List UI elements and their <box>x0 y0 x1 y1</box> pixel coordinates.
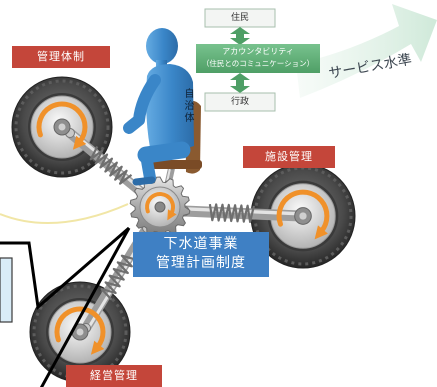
tire-tread <box>253 166 353 266</box>
wheel-hub-cap <box>58 123 66 131</box>
gear-hub <box>154 201 166 213</box>
rotation-arrow-icon <box>36 101 88 150</box>
coil-spring <box>100 254 137 301</box>
figure-head <box>146 28 178 64</box>
management-plan-system-box: 下水道事業 管理計画制度 <box>133 232 269 277</box>
double-arrow-upper <box>230 27 250 45</box>
center-gear <box>129 176 191 238</box>
figure-shin <box>140 149 156 184</box>
municipality-label: 自治体 <box>182 88 193 124</box>
wheel-hub-cap <box>299 212 307 220</box>
wheel-facility-management-rotation <box>276 189 330 240</box>
service-level-arrow <box>296 4 437 98</box>
accountability-box <box>196 44 320 73</box>
administration-label: 行政 <box>230 97 249 107</box>
gear-rotation-arrow-icon <box>145 192 177 221</box>
coil-spring <box>208 203 255 223</box>
figure-arm <box>123 74 161 134</box>
figure-thigh <box>137 141 191 164</box>
plan-box-line-2: 管理計画制度 <box>156 255 246 271</box>
callout-line-upper <box>0 226 130 310</box>
municipality-figure <box>123 28 194 186</box>
double-arrow-lower <box>230 73 250 93</box>
figure-neck <box>156 60 167 69</box>
wheel-hub-cap <box>76 328 84 336</box>
figure-foot <box>132 176 156 186</box>
residents-label: 住民 <box>230 13 249 23</box>
accountability-diagram <box>196 8 320 112</box>
callout <box>0 226 131 387</box>
wheel-rotation-arrows <box>36 101 330 355</box>
callout-box <box>0 257 13 323</box>
chair-seat <box>148 160 202 169</box>
coil-spring <box>89 146 133 185</box>
administration-box <box>204 92 276 112</box>
accountability-title: アカウンタビリティ <box>222 47 294 56</box>
decorative-swoosh <box>0 203 129 224</box>
callout-line-lower <box>39 227 131 387</box>
plan-box-line-1: 下水道事業 <box>163 236 239 252</box>
management-system-label: 管理体制 <box>12 46 110 68</box>
wheel-management-system-rotation <box>36 101 88 150</box>
tire-tread <box>14 79 110 175</box>
business-management-label: 経営管理 <box>66 365 162 387</box>
rotation-arrow-icon <box>276 189 330 240</box>
facility-management-label: 施設管理 <box>243 146 335 168</box>
accountability-subtitle: （住民とのコミュニケーション） <box>201 59 315 68</box>
